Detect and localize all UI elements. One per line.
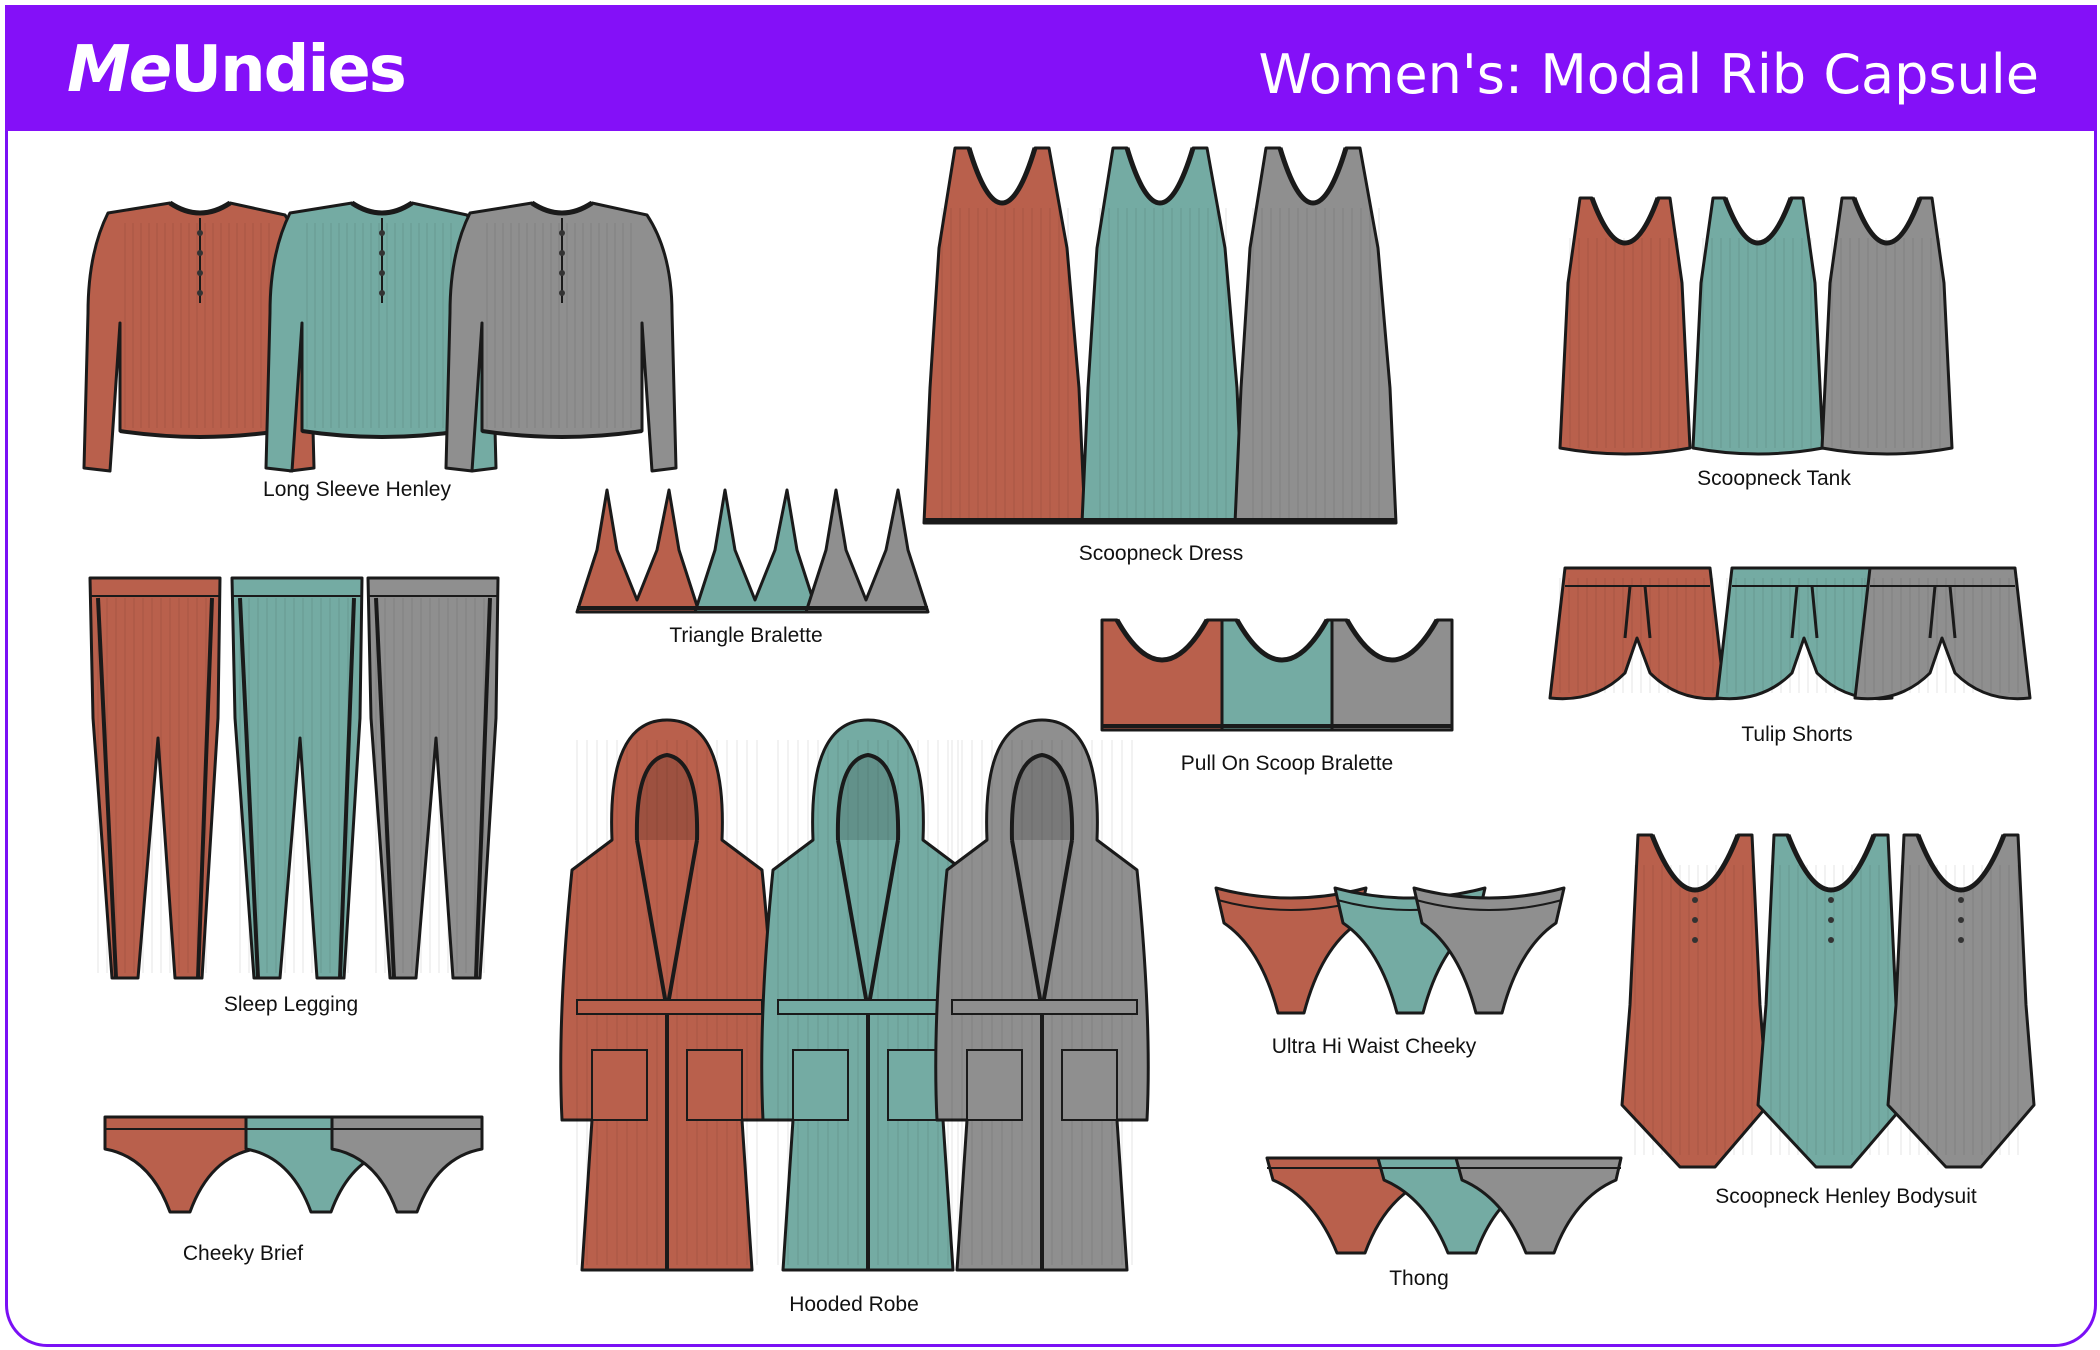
thong-heather-grey: [1454, 1156, 1623, 1255]
sleep-legging-sage: [230, 576, 364, 980]
product-label-long-sleeve-henley: Long Sleeve Henley: [263, 478, 451, 501]
henley-sage: [264, 200, 498, 473]
product-label-scoopneck-tank: Scoopneck Tank: [1697, 467, 1851, 490]
product-label-tulip-shorts: Tulip Shorts: [1741, 723, 1853, 746]
triangle-bralette-rust: [575, 488, 701, 614]
sleep-legging-heather-grey: [366, 576, 500, 980]
product-label-scoopneck-dress: Scoopneck Dress: [1078, 542, 1244, 565]
brand-logo: MeUndies: [67, 33, 407, 107]
henley-bodysuit-rust: [1620, 833, 1770, 1169]
henley-bodysuit-sage: [1756, 833, 1906, 1169]
tulip-shorts-sage: [1715, 566, 1894, 701]
product-label-thong: Thong: [1389, 1267, 1449, 1290]
header-bar: MeUndies Women's: Modal Rib Capsule: [5, 5, 2097, 131]
product-label-ultra-hi-waist-cheeky: Ultra Hi Waist Cheeky: [1271, 1035, 1477, 1058]
product-label-scoopneck-henley-bodysuit: Scoopneck Henley Bodysuit: [1715, 1185, 1977, 1208]
scoopneck-dress-sage: [1080, 146, 1245, 525]
cheeky-brief-heather-grey: [330, 1115, 484, 1214]
scoopneck-tank-sage: [1691, 196, 1825, 456]
triangle-bralette-sage: [693, 488, 819, 614]
tulip-shorts-heather-grey: [1853, 566, 2032, 701]
scoop-bralette-rust: [1100, 618, 1224, 732]
page-title: Women's: Modal Rib Capsule: [1258, 43, 2039, 106]
henley-heather-grey: [444, 200, 678, 473]
triangle-bralette-heather-grey: [804, 488, 930, 614]
product-label-sleep-legging: Sleep Legging: [223, 993, 359, 1016]
scoop-bralette-sage: [1220, 618, 1344, 732]
hooded-robe-rust: [559, 718, 775, 1272]
product-label-hooded-robe: Hooded Robe: [789, 1293, 919, 1316]
scoopneck-tank-heather-grey: [1820, 196, 1954, 456]
scoop-bralette-heather-grey: [1330, 618, 1454, 732]
product-label-triangle-bralette: Triangle Bralette: [669, 624, 823, 647]
hooded-robe-heather-grey: [934, 718, 1150, 1272]
scoopneck-dress-rust: [922, 146, 1087, 525]
scoopneck-dress-heather-grey: [1233, 146, 1398, 525]
product-label-pull-on-scoop-bralette: Pull On Scoop Bralette: [1180, 752, 1394, 775]
hooded-robe-sage: [760, 718, 976, 1272]
scoopneck-tank-rust: [1558, 196, 1692, 456]
cheeky-brief-rust: [103, 1115, 257, 1214]
product-label-cheeky-brief: Cheeky Brief: [182, 1242, 304, 1265]
hi-waist-cheeky-heather-grey: [1412, 886, 1566, 1015]
sleep-legging-rust: [88, 576, 222, 980]
henley-bodysuit-heather-grey: [1886, 833, 2036, 1169]
henley-rust: [82, 200, 316, 473]
tulip-shorts-rust: [1548, 566, 1727, 701]
